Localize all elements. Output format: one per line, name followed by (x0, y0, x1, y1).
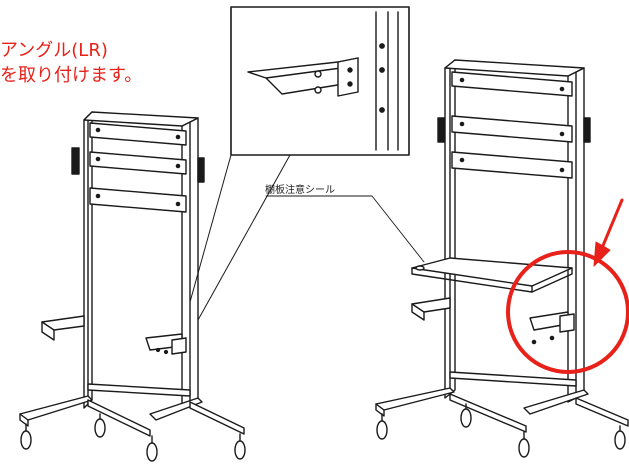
right-stand (375, 59, 629, 458)
highlight-circle (506, 250, 629, 374)
shelf-caution-sticker-label: 棚板注意シール (265, 185, 335, 196)
highlight-arrow (600, 198, 624, 250)
left-stand (19, 111, 246, 462)
caster (20, 423, 32, 450)
caster (614, 425, 626, 450)
arrowhead-icon (593, 241, 611, 267)
caster (518, 431, 530, 458)
caster (146, 435, 158, 462)
instruction-caption: アングル(LR) を取り付けます。 (0, 38, 142, 88)
caster (460, 403, 472, 428)
caster (234, 433, 246, 460)
label-leader (265, 195, 425, 263)
caster (376, 413, 388, 440)
caption-line-1: アングル(LR) (0, 40, 108, 61)
highlight-marker (506, 198, 629, 374)
caster (94, 413, 106, 438)
detail-inset (189, 6, 410, 321)
caption-line-2: を取り付けます。 (0, 65, 143, 86)
